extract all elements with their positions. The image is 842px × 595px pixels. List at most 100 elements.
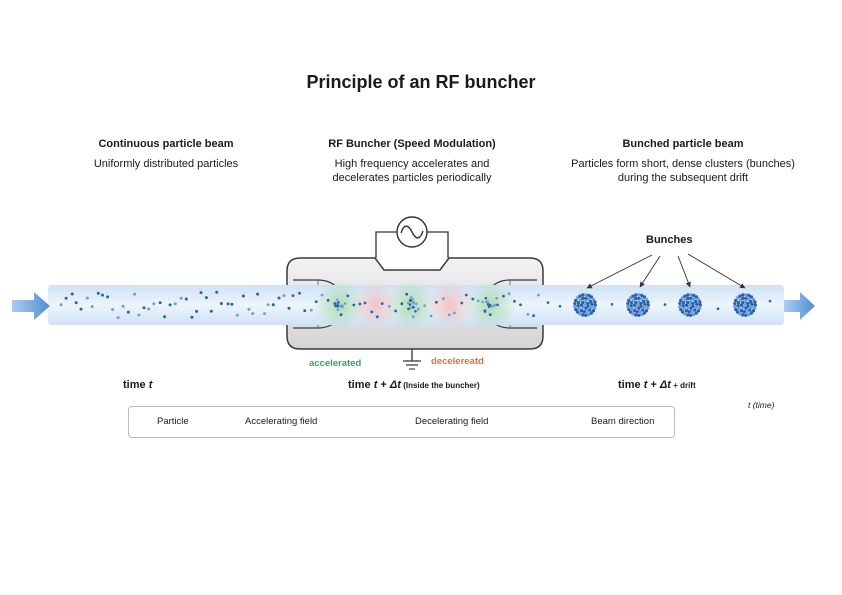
particle <box>576 304 580 308</box>
particle <box>502 294 505 298</box>
particle <box>263 312 266 316</box>
particle <box>743 300 748 304</box>
section-continuous-heading: Continuous particle beam <box>98 138 234 150</box>
particle <box>405 292 409 296</box>
particle <box>581 293 585 297</box>
particle <box>696 297 701 301</box>
section-buncher-heading: RF Buncher (Speed Modulation) <box>328 138 496 150</box>
particle <box>334 304 337 308</box>
particle <box>688 300 693 304</box>
particle <box>694 305 699 309</box>
particle <box>689 313 693 317</box>
decelerated-label: decelereatd <box>431 356 484 367</box>
particles <box>59 290 772 320</box>
particle <box>744 306 748 310</box>
particle <box>734 307 738 312</box>
particle <box>686 296 690 301</box>
particle <box>741 313 745 317</box>
particle <box>663 303 667 306</box>
particle <box>409 299 413 303</box>
particle <box>748 308 752 312</box>
particle <box>142 306 146 310</box>
particle <box>678 301 682 306</box>
particle <box>640 312 644 317</box>
particle <box>681 304 685 308</box>
particle <box>336 298 339 302</box>
particle <box>96 291 100 295</box>
particle <box>578 294 582 298</box>
particle <box>694 299 698 304</box>
particle <box>583 300 588 304</box>
particle <box>644 297 649 301</box>
particle <box>486 300 490 303</box>
particle <box>584 313 588 317</box>
particle <box>416 307 420 311</box>
particle <box>589 311 593 315</box>
particle <box>639 304 643 308</box>
particle <box>581 300 585 305</box>
particle <box>640 297 644 301</box>
particle <box>646 300 650 304</box>
accelerated-label: accelerated <box>309 358 362 369</box>
particle <box>589 305 594 309</box>
particle <box>584 293 588 297</box>
particle <box>370 310 374 314</box>
particle <box>642 295 647 299</box>
particle <box>579 303 584 307</box>
particle <box>488 313 492 316</box>
particle <box>589 299 593 304</box>
decelerating-zone <box>426 281 474 329</box>
particle <box>610 303 614 306</box>
particle <box>629 304 633 308</box>
particle <box>644 309 649 313</box>
particle <box>163 315 167 319</box>
particle <box>738 298 742 302</box>
particle <box>753 300 757 304</box>
particle <box>579 309 583 313</box>
particle <box>111 308 115 311</box>
particle <box>631 298 635 302</box>
particle <box>588 308 592 312</box>
particle <box>590 302 594 306</box>
particle <box>423 304 426 308</box>
particle <box>494 303 497 307</box>
particle <box>409 306 412 310</box>
particle <box>184 297 188 301</box>
particle <box>642 305 647 309</box>
particle <box>483 310 487 313</box>
particle <box>460 301 464 305</box>
particle <box>495 297 499 300</box>
particle <box>626 301 630 306</box>
particle <box>630 306 634 311</box>
particle <box>173 302 177 306</box>
particle <box>751 297 756 301</box>
particle <box>587 297 591 301</box>
particle <box>532 314 535 318</box>
particle <box>637 313 641 317</box>
particle <box>681 301 686 305</box>
particle <box>287 306 291 310</box>
particle <box>576 301 581 305</box>
particle <box>584 306 588 310</box>
particle <box>694 295 699 299</box>
legend-accelerating-label: Accelerating field <box>245 416 318 427</box>
particle <box>251 312 255 316</box>
legend <box>128 406 675 438</box>
particle <box>741 296 745 301</box>
particle <box>340 305 344 309</box>
particle <box>593 303 597 307</box>
particle <box>484 296 488 300</box>
particle <box>407 307 410 311</box>
particle <box>591 297 596 301</box>
particle <box>634 293 638 297</box>
particle <box>735 296 740 300</box>
particle <box>581 313 585 317</box>
particle <box>400 302 404 306</box>
particle <box>642 299 646 304</box>
particle <box>640 293 644 298</box>
particle <box>380 302 384 305</box>
particle <box>744 296 748 300</box>
particle <box>464 293 468 297</box>
legend-direction-label: Beam direction <box>591 416 655 427</box>
particle <box>537 293 540 297</box>
